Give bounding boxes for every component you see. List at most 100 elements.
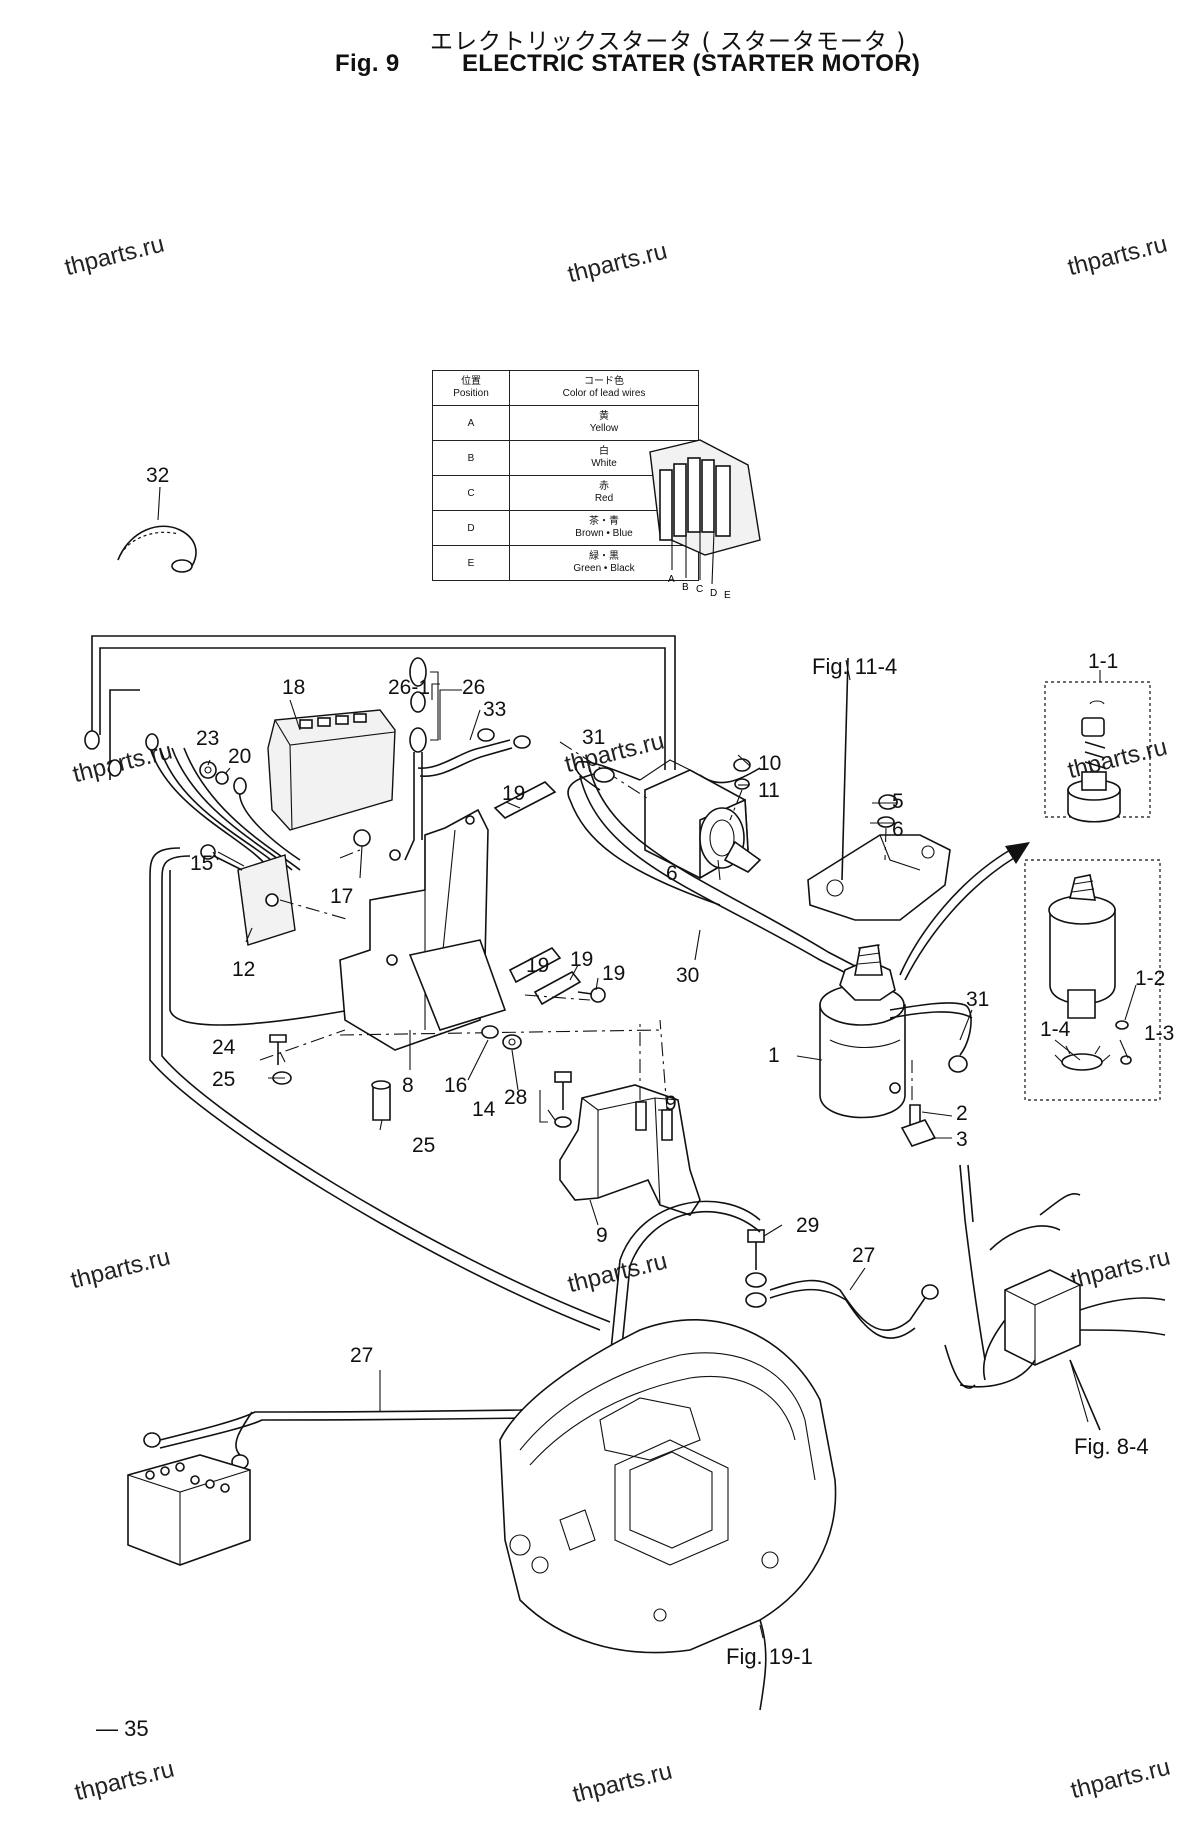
part-label: 26-1: [388, 676, 430, 699]
bracket-plate-7: [259, 808, 661, 1061]
wiring-harness: [84, 635, 676, 871]
part-label: 6: [666, 862, 678, 885]
part-label: 32: [146, 464, 169, 487]
part-label: 1-1: [1088, 650, 1118, 673]
part-label: 33: [483, 698, 506, 721]
wire-letter: B: [682, 582, 689, 593]
legend-color-en: Brown • Blue: [575, 528, 633, 539]
wire-letter: C: [696, 584, 703, 595]
part-label: 1: [768, 1044, 780, 1067]
lower-cowl: [499, 1319, 837, 1711]
part-label: 19: [570, 948, 593, 971]
part-label: 19: [602, 962, 625, 985]
part-label: 19: [502, 782, 525, 805]
part-number-labels: 32 18 26-1 26 33 23 20 31 10 11 19 17 15…: [146, 464, 1174, 1367]
part-label: 9: [665, 1092, 677, 1115]
title-japanese: エレクトリックスタータ ( スタータモータ ): [430, 29, 907, 55]
legend-color-jp: 赤: [599, 481, 609, 492]
part-label: 26: [462, 676, 485, 699]
cdi-unit: [944, 1164, 1166, 1431]
nuts-20-21: [199, 761, 229, 785]
wire-color-legend: 位置 Position コード色 Color of lead wires A 黄…: [432, 370, 699, 581]
part-label: 27: [350, 1344, 373, 1367]
legend-header-position-en: Position: [453, 388, 489, 399]
part-label: 18: [282, 676, 305, 699]
part-label: 10: [758, 752, 781, 775]
wire-clip-32: [117, 525, 197, 573]
legend-position: C: [432, 475, 510, 511]
arrow-head-icon: [1005, 842, 1030, 864]
legend-color-jp: 緑・黒: [589, 551, 619, 562]
figure-ref-11-4: Fig. 11-4: [812, 654, 897, 679]
part-label: 31: [966, 988, 989, 1011]
part-label: 19: [526, 954, 549, 977]
wire-letter: A: [668, 574, 675, 585]
long-harness-wire: [149, 847, 611, 1331]
title-english: Fig. 9 ELECTRIC STATER (STARTER MOTOR): [335, 50, 920, 78]
bars-19: [493, 781, 591, 1006]
bolt-18: [577, 987, 606, 1003]
battery: [127, 1454, 251, 1566]
part-label: 24: [212, 1036, 236, 1059]
legend-header-color: コード色 Color of lead wires: [509, 370, 699, 406]
wire-letter: D: [710, 588, 717, 599]
part-label: 9: [596, 1224, 608, 1247]
pinion-kit-1-1: [1044, 681, 1151, 823]
legend-header-position-jp: 位置: [461, 376, 481, 387]
part-label: 29: [796, 1214, 819, 1237]
part-label: 27: [852, 1244, 875, 1267]
part-label: 1-2: [1135, 967, 1165, 990]
figure-number: Fig. 9: [335, 50, 400, 77]
wire-31-starter: [889, 1002, 973, 1073]
connector-26: [404, 657, 439, 861]
figure-ref-19-1: Fig. 19-1: [726, 1644, 813, 1669]
part-label: 14: [472, 1098, 496, 1121]
wire-30: [579, 769, 879, 986]
legend-color-en: White: [591, 458, 617, 469]
starter-motor-1: [819, 944, 906, 1119]
mount-bracket: [807, 657, 951, 921]
regulator-16: [267, 709, 396, 831]
rectifier-12: [237, 854, 351, 946]
part-label: 2: [956, 1102, 968, 1125]
part-label: 17: [330, 885, 353, 908]
part-label: 6: [892, 818, 904, 841]
relay-6: [559, 741, 762, 880]
screw-17: [339, 829, 371, 859]
figure-ref-8-4: Fig. 8-4: [1074, 1434, 1149, 1459]
leader-lines: [157, 486, 1137, 1639]
part-label: 3: [956, 1128, 968, 1151]
part-label: 15: [190, 852, 213, 875]
figure-references: Fig. 11-4 Fig. 8-4 Fig. 19-1: [726, 654, 1149, 1669]
legend-color-jp: 黄: [599, 411, 609, 422]
page-number: — 35: [96, 1716, 149, 1741]
legend-color-jp: 白: [599, 446, 609, 457]
legend-color-jp: 茶・青: [589, 516, 619, 527]
part-label: 30: [676, 964, 699, 987]
part-label: 20: [228, 745, 251, 768]
legend-color-en: Yellow: [589, 423, 619, 434]
bolt-22-washer-23-spacer-24: [269, 1034, 391, 1121]
part-label: 8: [402, 1074, 414, 1097]
legend-header-color-en: Color of lead wires: [562, 388, 646, 399]
nut-washer-14-15: [481, 1025, 522, 1050]
part-label: 1-4: [1040, 1018, 1071, 1041]
legend-header-color-jp: コード色: [584, 376, 624, 387]
part-label: 28: [504, 1086, 527, 1109]
part-label: 16: [444, 1074, 467, 1097]
wire-letter: E: [724, 590, 731, 601]
legend-position: D: [432, 510, 510, 546]
screw-25: [539, 1071, 572, 1128]
part-label: 1-3: [1144, 1022, 1174, 1045]
figure-title: ELECTRIC STATER (STARTER MOTOR): [461, 50, 921, 77]
starter-detail: [1024, 859, 1161, 1101]
detail-arrow: [904, 857, 1015, 981]
part-label: 31: [582, 726, 605, 749]
part-label: 11: [758, 779, 780, 802]
part-label: 12: [232, 958, 255, 981]
wire-31-relay: [567, 760, 761, 906]
bracket-8: [559, 1019, 701, 1216]
legend-color-en: Green • Black: [573, 563, 635, 574]
